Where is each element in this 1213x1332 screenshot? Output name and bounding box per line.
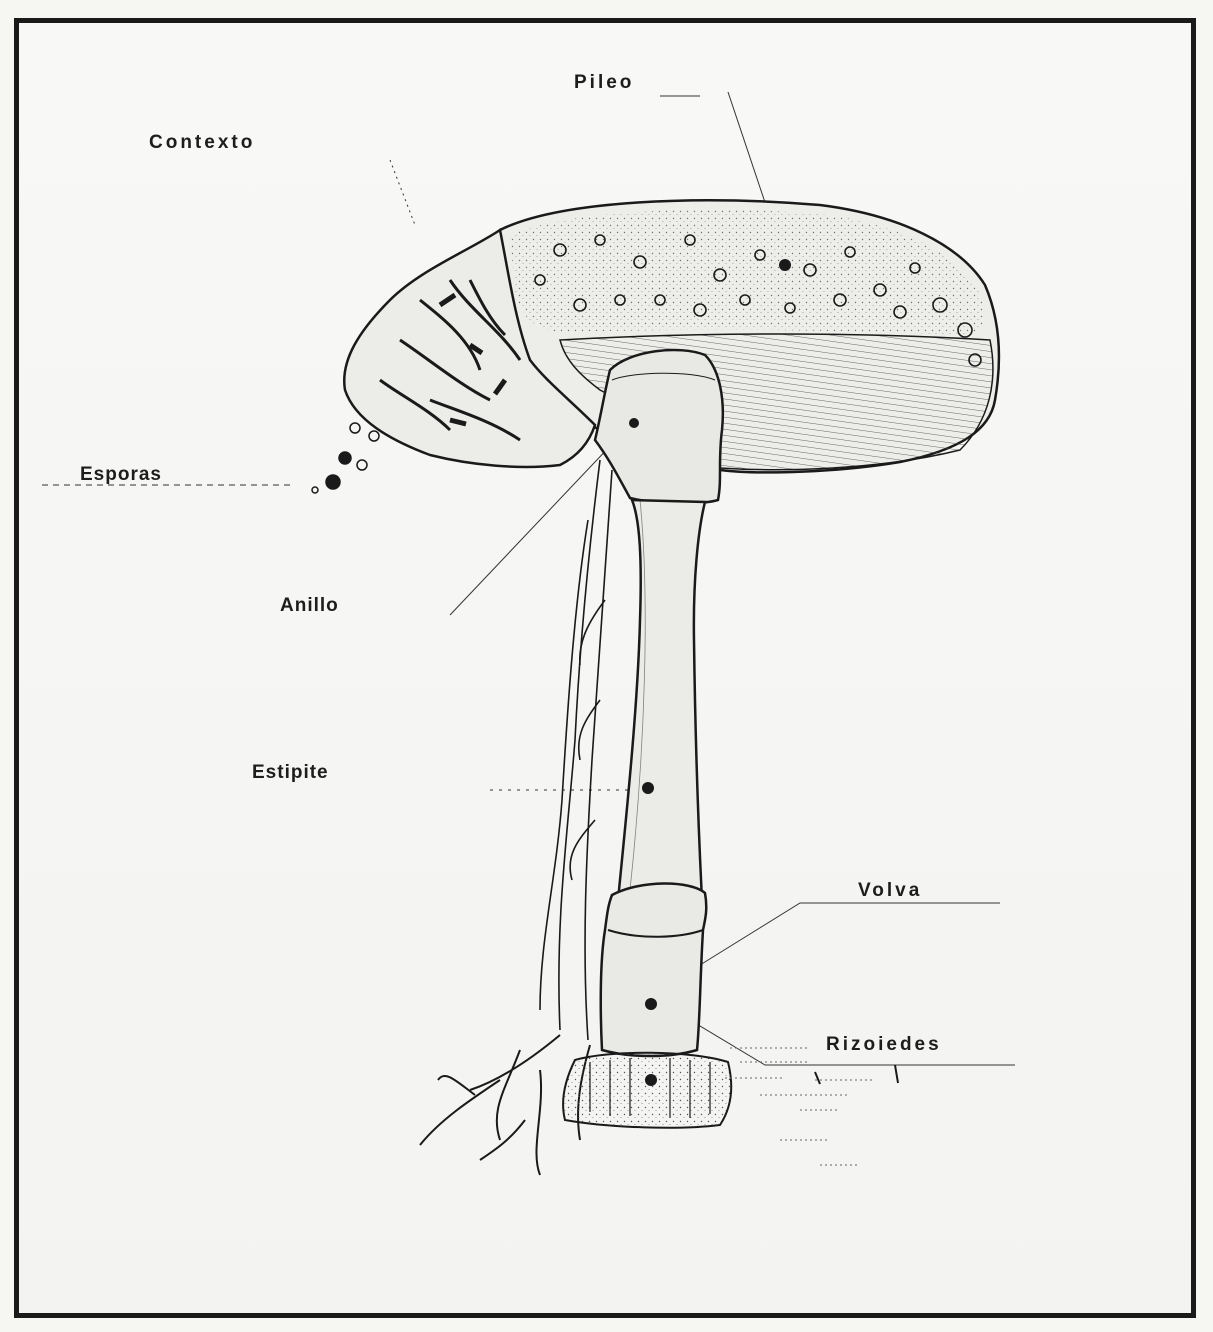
ring-marker <box>629 418 639 428</box>
volva-marker <box>645 998 657 1010</box>
ground <box>725 1048 898 1165</box>
leader-volva <box>700 903 1000 965</box>
rhizoid-marker <box>645 1074 657 1086</box>
stipe <box>618 500 705 900</box>
leader-contexto <box>390 160 415 225</box>
spores <box>312 423 379 493</box>
cap-marker <box>779 259 791 271</box>
label-rizoiedes: Rizoiedes <box>826 1034 942 1056</box>
label-contexto: Contexto <box>149 132 255 154</box>
label-estipite: Estipite <box>252 762 329 784</box>
volva <box>601 883 707 1056</box>
rhizoid-base <box>563 1053 731 1128</box>
stipe-marker <box>642 782 654 794</box>
label-pileo: Pileo <box>574 72 634 94</box>
label-anillo: Anillo <box>280 595 339 617</box>
label-esporas: Esporas <box>80 464 162 486</box>
ring <box>595 350 723 504</box>
label-volva: Volva <box>858 880 922 902</box>
